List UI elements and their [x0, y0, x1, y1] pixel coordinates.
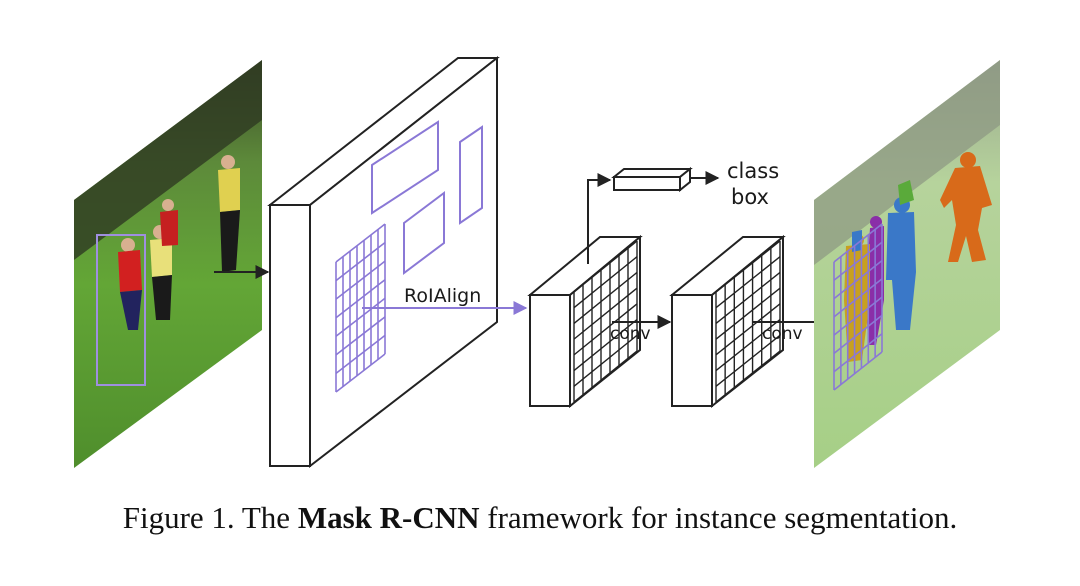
- block1-grid-line: [573, 334, 638, 387]
- block2-grid-line: [715, 287, 781, 340]
- block2-grid-line: [715, 350, 781, 403]
- output-grid-line: [833, 296, 883, 336]
- roi-grid-line: [335, 297, 386, 337]
- mask-feature-block-2: [669, 234, 786, 409]
- mask-feature-grid-2: [715, 240, 781, 403]
- caption-suffix: framework for instance segmentation.: [479, 500, 958, 535]
- output-grid-line: [833, 333, 883, 373]
- block2-grid-line: [715, 334, 781, 387]
- roialign-label: RoIAlign: [404, 285, 481, 307]
- block1-grid-line: [573, 319, 638, 372]
- input-image: [74, 60, 262, 468]
- fc-head-block: [611, 166, 693, 193]
- block2-grid-line: [715, 303, 781, 356]
- output-grid-line: [833, 223, 883, 263]
- player-figures: [118, 155, 240, 330]
- block1-grid-line: [573, 256, 638, 309]
- roi-feature-grid-1: [573, 240, 638, 403]
- block2-grid-line: [715, 240, 781, 293]
- roi-grid: [335, 223, 386, 393]
- conv-label-1: conv: [610, 324, 651, 344]
- block1-grid-line: [573, 303, 638, 356]
- caption-prefix: Figure 1. The: [122, 500, 298, 535]
- box-label: box: [731, 185, 769, 209]
- figure-caption: Figure 1. The Mask R-CNN framework for i…: [0, 500, 1080, 536]
- roi-grid-line: [335, 316, 386, 356]
- block2-grid-line: [715, 256, 781, 309]
- output-image: [814, 60, 1000, 468]
- roi-grid-line: [335, 334, 386, 375]
- block1-grid-line: [573, 287, 638, 340]
- block2-grid-line: [715, 271, 781, 324]
- block1-grid-line: [573, 240, 638, 293]
- region-proposals: [371, 120, 483, 275]
- output-grid-line: [833, 278, 883, 318]
- conv-label-2: conv: [762, 324, 803, 344]
- output-grid-line: [833, 314, 883, 355]
- block1-grid-line: [573, 350, 638, 403]
- roi-grid-line: [335, 260, 386, 300]
- roi-grid-line: [335, 223, 386, 263]
- block1-grid-line: [573, 271, 638, 324]
- roi-grid-line: [335, 353, 386, 393]
- output-grid-line: [833, 351, 883, 391]
- output-mask-grid: [833, 223, 883, 391]
- roi-grid-line: [335, 241, 386, 282]
- roi-grid-line: [335, 279, 386, 319]
- head-branch-arrow: [587, 173, 612, 264]
- roi-feature-block-1: [527, 234, 643, 409]
- output-grid-line: [833, 259, 883, 300]
- output-grid-line: [833, 241, 883, 281]
- caption-bold-title: Mask R-CNN: [297, 500, 480, 535]
- class-label: class: [727, 159, 779, 183]
- block2-grid-line: [715, 319, 781, 372]
